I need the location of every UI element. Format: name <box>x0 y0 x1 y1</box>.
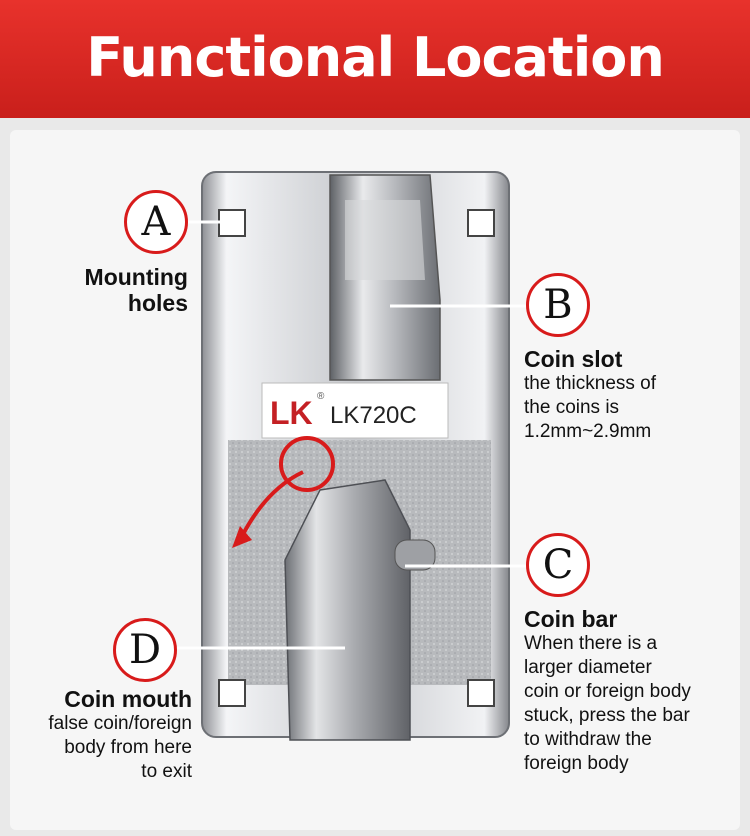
callout-c-desc-3: coin or foreign body <box>524 681 691 702</box>
callout-b: Coin slot the thickness of the coins is … <box>524 346 739 444</box>
callout-c: Coin bar When there is a larger diameter… <box>524 606 744 776</box>
registered-mark: ® <box>317 391 325 402</box>
mounting-hole-top-left <box>218 209 246 237</box>
callout-c-desc-6: foreign body <box>524 753 629 774</box>
callout-b-title: Coin slot <box>524 346 623 372</box>
callout-a-title-1: Mounting <box>84 264 188 290</box>
callout-c-desc-5: to withdraw the <box>524 729 652 750</box>
exit-arrowhead <box>232 526 252 548</box>
header-banner: Functional Location <box>0 0 750 118</box>
callout-a-title-2: holes <box>127 290 188 316</box>
callout-c-desc-2: larger diameter <box>524 657 652 678</box>
coin-bar <box>284 479 411 741</box>
page-title: Functional Location <box>86 26 665 89</box>
callout-d-desc-3: to exit <box>141 761 192 782</box>
callout-c-desc-4: stuck, press the bar <box>524 705 690 726</box>
model-number: LK720C <box>330 402 417 429</box>
mounting-hole-top-right <box>467 209 495 237</box>
coin-mouth-highlight <box>279 436 335 492</box>
callout-d-desc-1: false coin/foreign <box>48 713 192 734</box>
marker-a: A <box>124 190 188 254</box>
callout-c-desc-1: When there is a <box>524 633 658 654</box>
callout-d: Coin mouth false coin/foreign body from … <box>10 686 192 784</box>
brand-label <box>261 382 449 439</box>
mounting-hole-bottom-right <box>467 679 495 707</box>
callout-b-desc-2: the coins is <box>524 397 620 418</box>
callout-b-desc-3: 1.2mm~2.9mm <box>524 421 652 442</box>
callout-b-desc-1: the thickness of <box>524 373 657 394</box>
callout-d-desc-2: body from here <box>64 737 192 758</box>
marker-d: D <box>113 618 177 682</box>
exit-arrow <box>238 470 304 541</box>
callout-d-title: Coin mouth <box>64 686 192 712</box>
callout-c-title: Coin bar <box>524 606 618 632</box>
marker-c: C <box>526 533 590 597</box>
callout-a: Mounting holes <box>40 264 188 316</box>
marker-b: B <box>526 273 590 337</box>
brand-logo: LK <box>270 395 313 431</box>
mounting-hole-bottom-left <box>218 679 246 707</box>
